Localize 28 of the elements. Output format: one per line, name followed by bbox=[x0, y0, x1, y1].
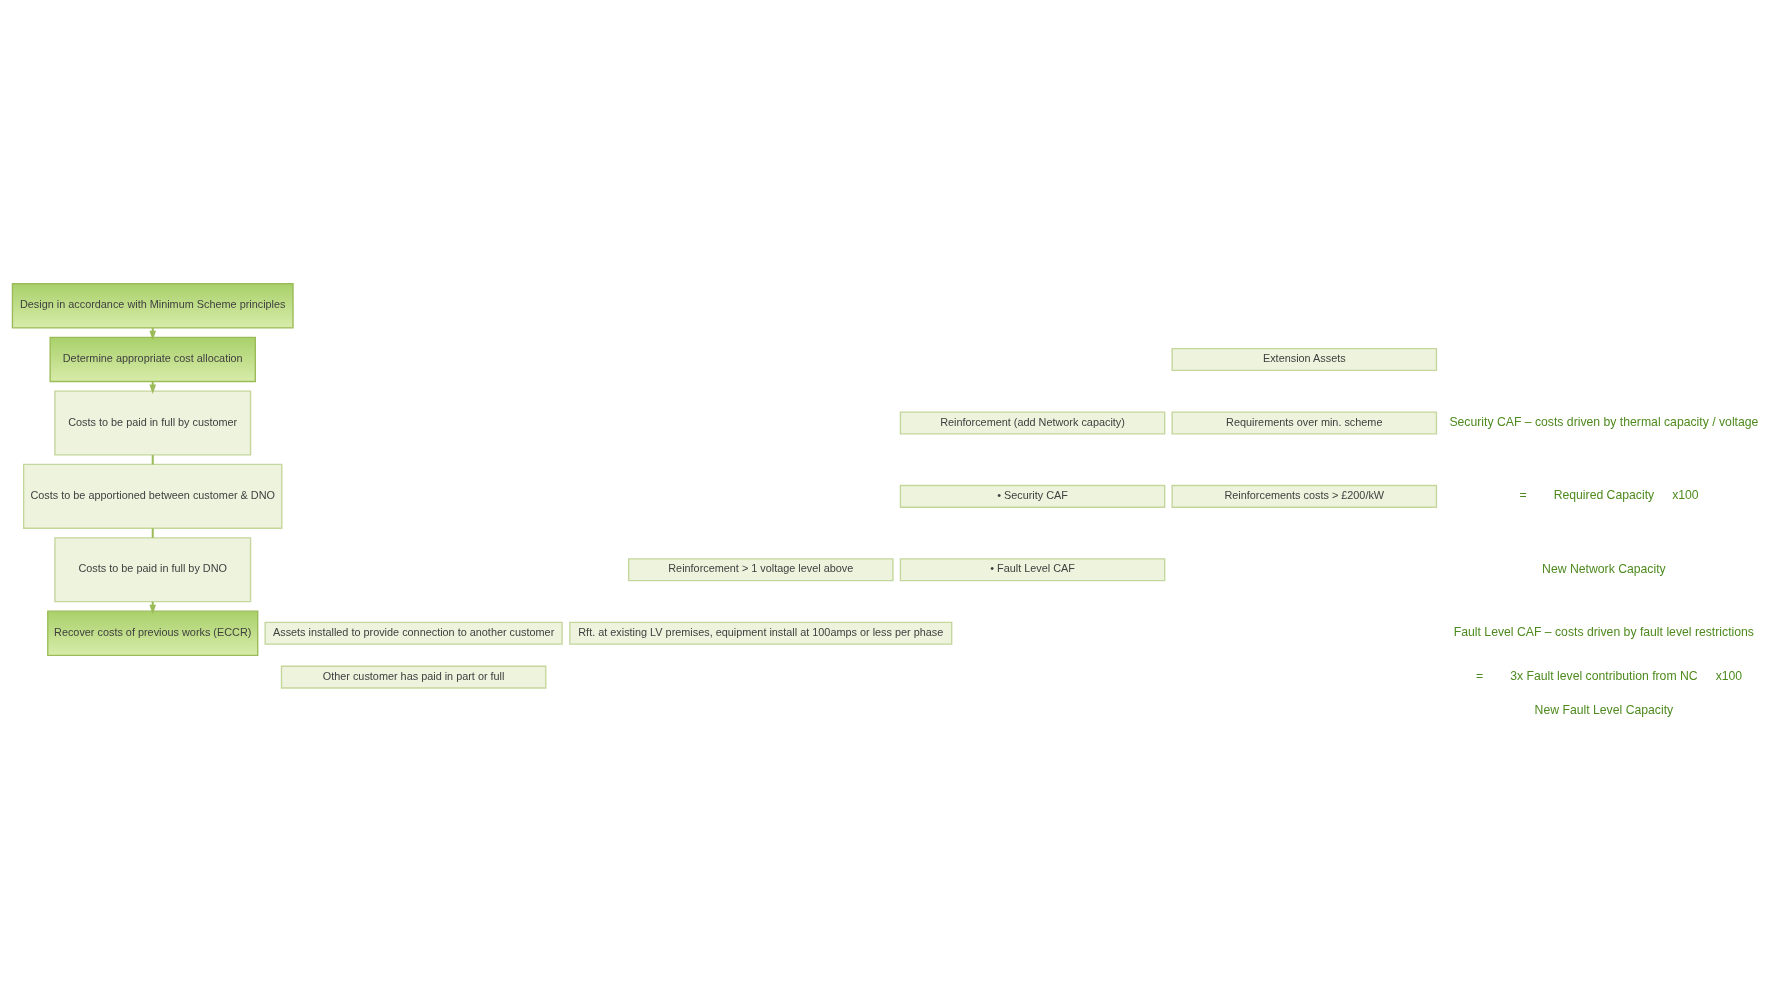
node-box: Recover costs of previous works (ECCR) bbox=[46, 610, 258, 656]
node-box: Reinforcement (add Network capacity) bbox=[899, 411, 1165, 435]
node-box: • Security CAF bbox=[899, 484, 1165, 508]
connector bbox=[151, 455, 154, 465]
node-box: Other customer has paid in part or full bbox=[280, 665, 546, 689]
node-box: Rft. at existing LV premises, equipment install at 100amps or less per phase bbox=[568, 621, 952, 645]
label: x100 bbox=[1715, 669, 1742, 684]
label: New Fault Level Capacity bbox=[1534, 703, 1673, 718]
node-box: Extension Assets bbox=[1170, 347, 1437, 371]
connector bbox=[151, 528, 154, 538]
node-box: Design in accordance with Minimum Scheme principles bbox=[11, 283, 294, 329]
label: Fault Level CAF – costs driven by fault level restrictions bbox=[1453, 625, 1754, 640]
label: = bbox=[1475, 669, 1483, 684]
node-box: Costs to be paid in full by customer bbox=[53, 390, 251, 456]
node-box: Determine appropriate cost allocation bbox=[48, 336, 256, 383]
label: New Network Capacity bbox=[1541, 561, 1666, 576]
label: = bbox=[1518, 488, 1527, 503]
node-box: Reinforcement > 1 voltage level above bbox=[627, 558, 894, 582]
node-box: Requirements over min. scheme bbox=[1170, 411, 1437, 435]
node-box: Costs to be paid in full by DNO bbox=[53, 537, 251, 603]
label: x100 bbox=[1671, 488, 1699, 503]
node-box: Assets installed to provide connection to another customer bbox=[264, 621, 563, 645]
label: 3x Fault level contribution from NC bbox=[1509, 669, 1698, 684]
label: Required Capacity bbox=[1553, 488, 1654, 503]
label: Security CAF – costs driven by thermal capacity / voltage bbox=[1448, 414, 1758, 429]
node-box: Reinforcements costs > £200/kW bbox=[1170, 484, 1437, 508]
node-box: • Fault Level CAF bbox=[899, 558, 1165, 582]
node-box: Costs to be apportioned between customer & DNO bbox=[22, 463, 282, 529]
